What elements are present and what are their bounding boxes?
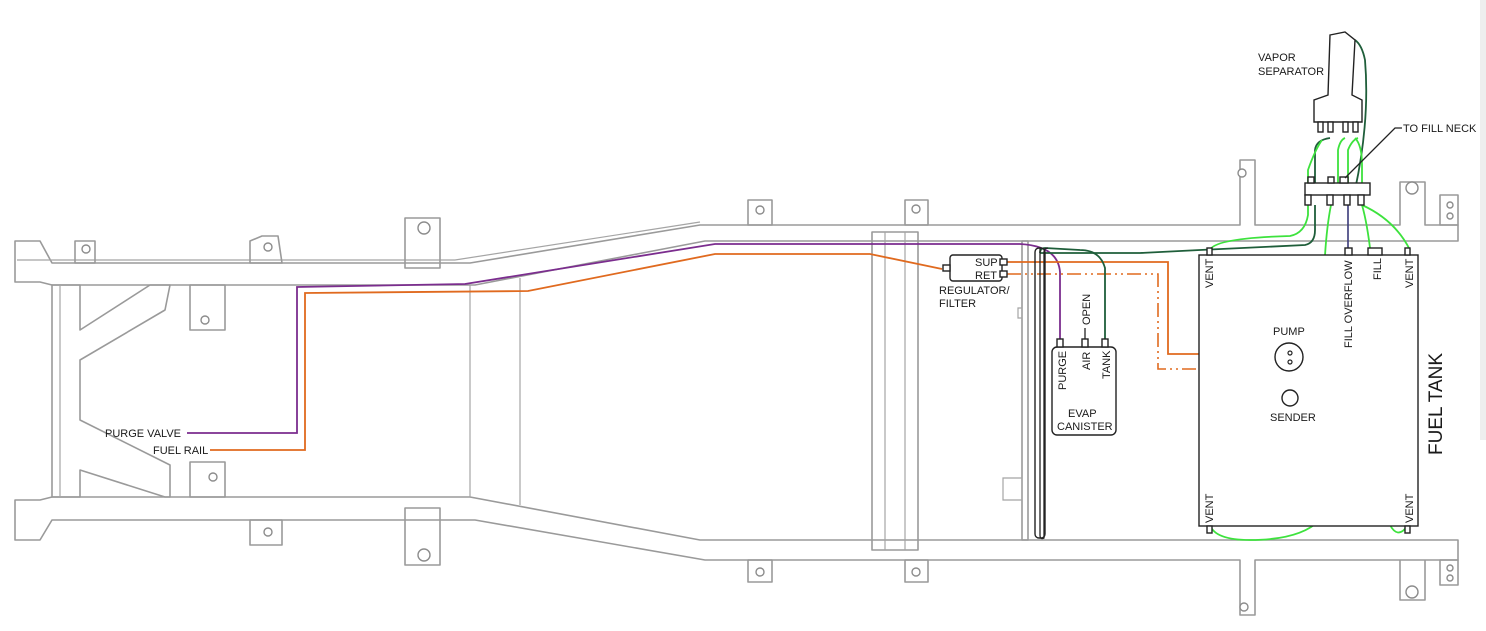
regulator-label-1: REGULATOR/	[939, 285, 1010, 297]
tank-port-label: TANK	[1101, 350, 1113, 379]
purge-port-label: PURGE	[1057, 351, 1069, 390]
fuel-tank: VENT VENT VENT VENT FILL OVERFLOW FILL P…	[1198, 247, 1447, 534]
scroll-edge	[1480, 0, 1486, 440]
vent-line-5	[1354, 137, 1411, 251]
separator-vapor-line	[1040, 137, 1331, 254]
regulator-label-2: FILTER	[939, 298, 976, 310]
return-line	[1007, 273, 1250, 370]
open-label: OPEN	[1081, 294, 1093, 325]
sup-label: SUP	[975, 257, 998, 269]
vent-label-top-left: VENT	[1204, 258, 1216, 288]
fill-label: FILL	[1372, 258, 1384, 280]
ret-label: RET	[975, 270, 997, 282]
fill-overflow-label: FILL OVERFLOW	[1343, 260, 1355, 348]
evap-label-2: CANISTER	[1057, 421, 1113, 433]
fuel-tank-label: FUEL TANK	[1426, 353, 1447, 455]
regulator-filter: SUP RET REGULATOR/ FILTER	[939, 254, 1010, 310]
vapor-separator-label-1: VAPOR	[1258, 52, 1296, 64]
vent-line-1	[1209, 139, 1323, 251]
air-port-label: AIR	[1081, 352, 1093, 370]
canister-strap	[1034, 247, 1046, 539]
purge-valve-label: PURGE VALVE	[105, 428, 181, 440]
vent-label-bottom-right: VENT	[1404, 493, 1416, 523]
canister-bracket	[1039, 247, 1049, 540]
vent-line-4	[1337, 137, 1359, 193]
chassis-frame	[14, 159, 1459, 616]
vapor-separator-label-2: SEPARATOR	[1258, 66, 1324, 78]
fuel-rail-label: FUEL RAIL	[153, 445, 208, 457]
fill-neck-connector: TO FILL NECK	[1304, 123, 1477, 206]
evap-canister: OPEN PURGE AIR TANK EVAP CANISTER	[1051, 294, 1117, 436]
evap-label-1: EVAP	[1068, 408, 1097, 420]
pump-icon	[1274, 342, 1304, 372]
sender-icon	[1281, 389, 1299, 407]
vent-label-bottom-left: VENT	[1204, 493, 1216, 523]
fuel-rail-line	[210, 253, 943, 451]
sender-label: SENDER	[1270, 412, 1316, 424]
pump-label: PUMP	[1273, 326, 1305, 338]
vapor-separator: VAPOR SEPARATOR	[1258, 31, 1363, 133]
vent-label-top-right: VENT	[1404, 258, 1416, 288]
to-fill-neck-label: TO FILL NECK	[1403, 123, 1477, 135]
purge-line	[187, 243, 1061, 434]
